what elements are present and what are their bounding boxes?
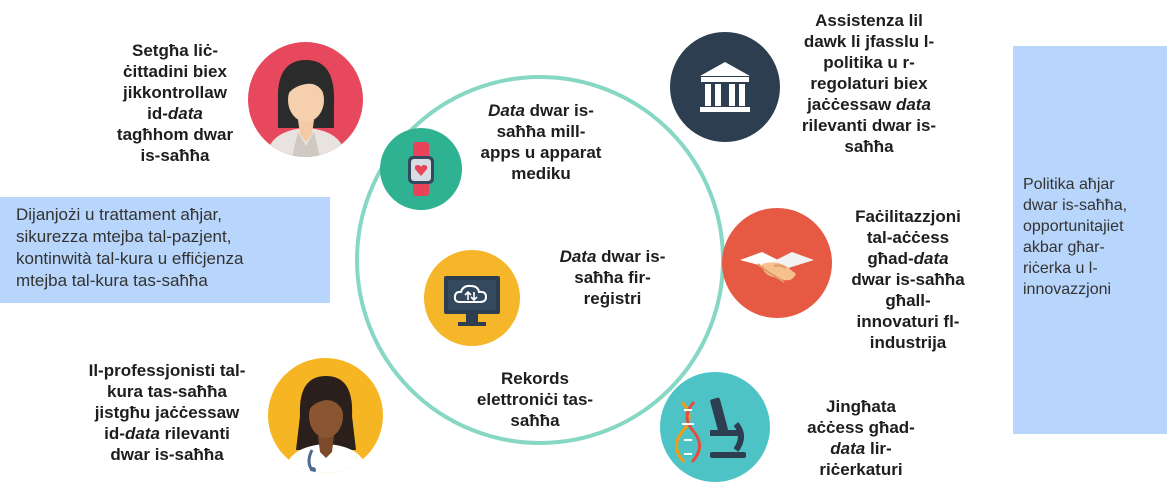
caption-line: jaċċessaw data <box>807 95 931 114</box>
research-caption: Jingħata aċċess għad- data lir- riċerkat… <box>786 396 936 480</box>
caption-line: aċċess għad- <box>807 418 915 437</box>
caption-line: kura tas-saħħa <box>107 382 227 401</box>
patient-benefits-box: Dijanjożi u trattament aħjar, sikurezza … <box>0 197 330 303</box>
caption-line: tagħhom dwar <box>116 125 234 144</box>
box-line: mtejba tal-kura tas-saħħa <box>16 271 208 290</box>
box-line: akbar għar- <box>1023 239 1105 256</box>
caption-line: rilevanti dwar is- <box>801 116 937 135</box>
box-line: riċerka u l- <box>1023 260 1098 277</box>
caption-line: politika u r- <box>823 53 915 72</box>
caption-line: Rekords <box>500 369 570 388</box>
box-line: sikurezza mtejba tal-pazjent, <box>16 227 232 246</box>
outcomes-box: Politika aħjar dwar is-saħħa, opportunit… <box>1013 46 1167 434</box>
patients-caption: Setgħa liċ- ċittadini biex jikkontrollaw… <box>100 40 250 166</box>
caption-line: jistgħu jaċċessaw <box>94 403 240 422</box>
caption-line: dwar is-saħħa <box>110 445 224 464</box>
caption-line: reġistri <box>583 289 642 308</box>
box-line: Politika aħjar <box>1023 176 1115 193</box>
caption-line: Setgħa liċ- <box>132 41 218 60</box>
caption-line: Assistenza lil <box>815 11 923 30</box>
caption-line: saħħa <box>844 137 894 156</box>
box-line: Dijanjożi u trattament aħjar, <box>16 205 222 224</box>
smartwatch-icon <box>380 128 462 210</box>
caption-line: industrija <box>869 333 947 352</box>
caption-line: innovaturi fl- <box>856 312 960 331</box>
box-line: innovazzjoni <box>1023 281 1112 298</box>
caption-line: jikkontrollaw <box>123 83 227 102</box>
caption-line: tal-aċċess <box>866 228 950 247</box>
professionals-caption: Il-professjonisti tal- kura tas-saħħa ji… <box>62 360 272 465</box>
caption-line: għall- <box>885 291 931 310</box>
caption-line: saħħa mill- <box>496 122 586 141</box>
caption-line: Il-professjonisti tal- <box>88 361 246 380</box>
caption-line: saħħa fir- <box>574 268 651 287</box>
caption-line: apps u apparat <box>480 143 602 162</box>
doctor-avatar-icon <box>268 358 383 473</box>
caption-line: is-saħħa <box>140 146 210 165</box>
records-caption: Rekords elettroniċi tas- saħħa <box>450 368 620 431</box>
caption-line: għad-data <box>867 249 949 268</box>
caption-line: mediku <box>511 164 571 183</box>
caption-line: id-data rilevanti <box>104 424 230 443</box>
caption-line: Jingħata <box>826 397 896 416</box>
caption-line: id-data <box>147 104 203 123</box>
registries-caption: Data dwar is- saħħa fir- reġistri <box>540 246 685 309</box>
box-line: dwar is-saħħa, <box>1023 197 1128 214</box>
box-line: opportunitajiet <box>1023 218 1124 235</box>
caption-line: dwar is-saħħa <box>851 270 965 289</box>
apps-caption: Data dwar is- saħħa mill- apps u apparat… <box>466 100 616 184</box>
caption-line: Faċilitazzjoni <box>855 207 961 226</box>
caption-line: Data dwar is- <box>559 247 666 266</box>
policy-caption: Assistenza lil dawk li jfasslu l- politi… <box>784 10 954 157</box>
caption-line: saħħa <box>510 411 560 430</box>
caption-line: elettroniċi tas- <box>476 390 594 409</box>
caption-line: regolaturi biex <box>810 74 928 93</box>
handshake-icon <box>722 208 832 318</box>
caption-line: dawk li jfasslu l- <box>803 32 935 51</box>
caption-line: data lir- <box>830 439 892 458</box>
patient-avatar-icon <box>248 42 363 157</box>
box-line: kontinwità tal-kura u effiċjenza <box>16 249 244 268</box>
caption-line: Data dwar is- <box>488 101 594 120</box>
caption-line: riċerkaturi <box>819 460 903 479</box>
cloud-monitor-icon <box>424 250 520 346</box>
microscope-dna-icon <box>660 372 770 482</box>
industry-caption: Faċilitazzjoni tal-aċċess għad-data dwar… <box>838 206 978 353</box>
government-building-icon <box>670 32 780 142</box>
caption-line: ċittadini biex <box>123 62 227 81</box>
